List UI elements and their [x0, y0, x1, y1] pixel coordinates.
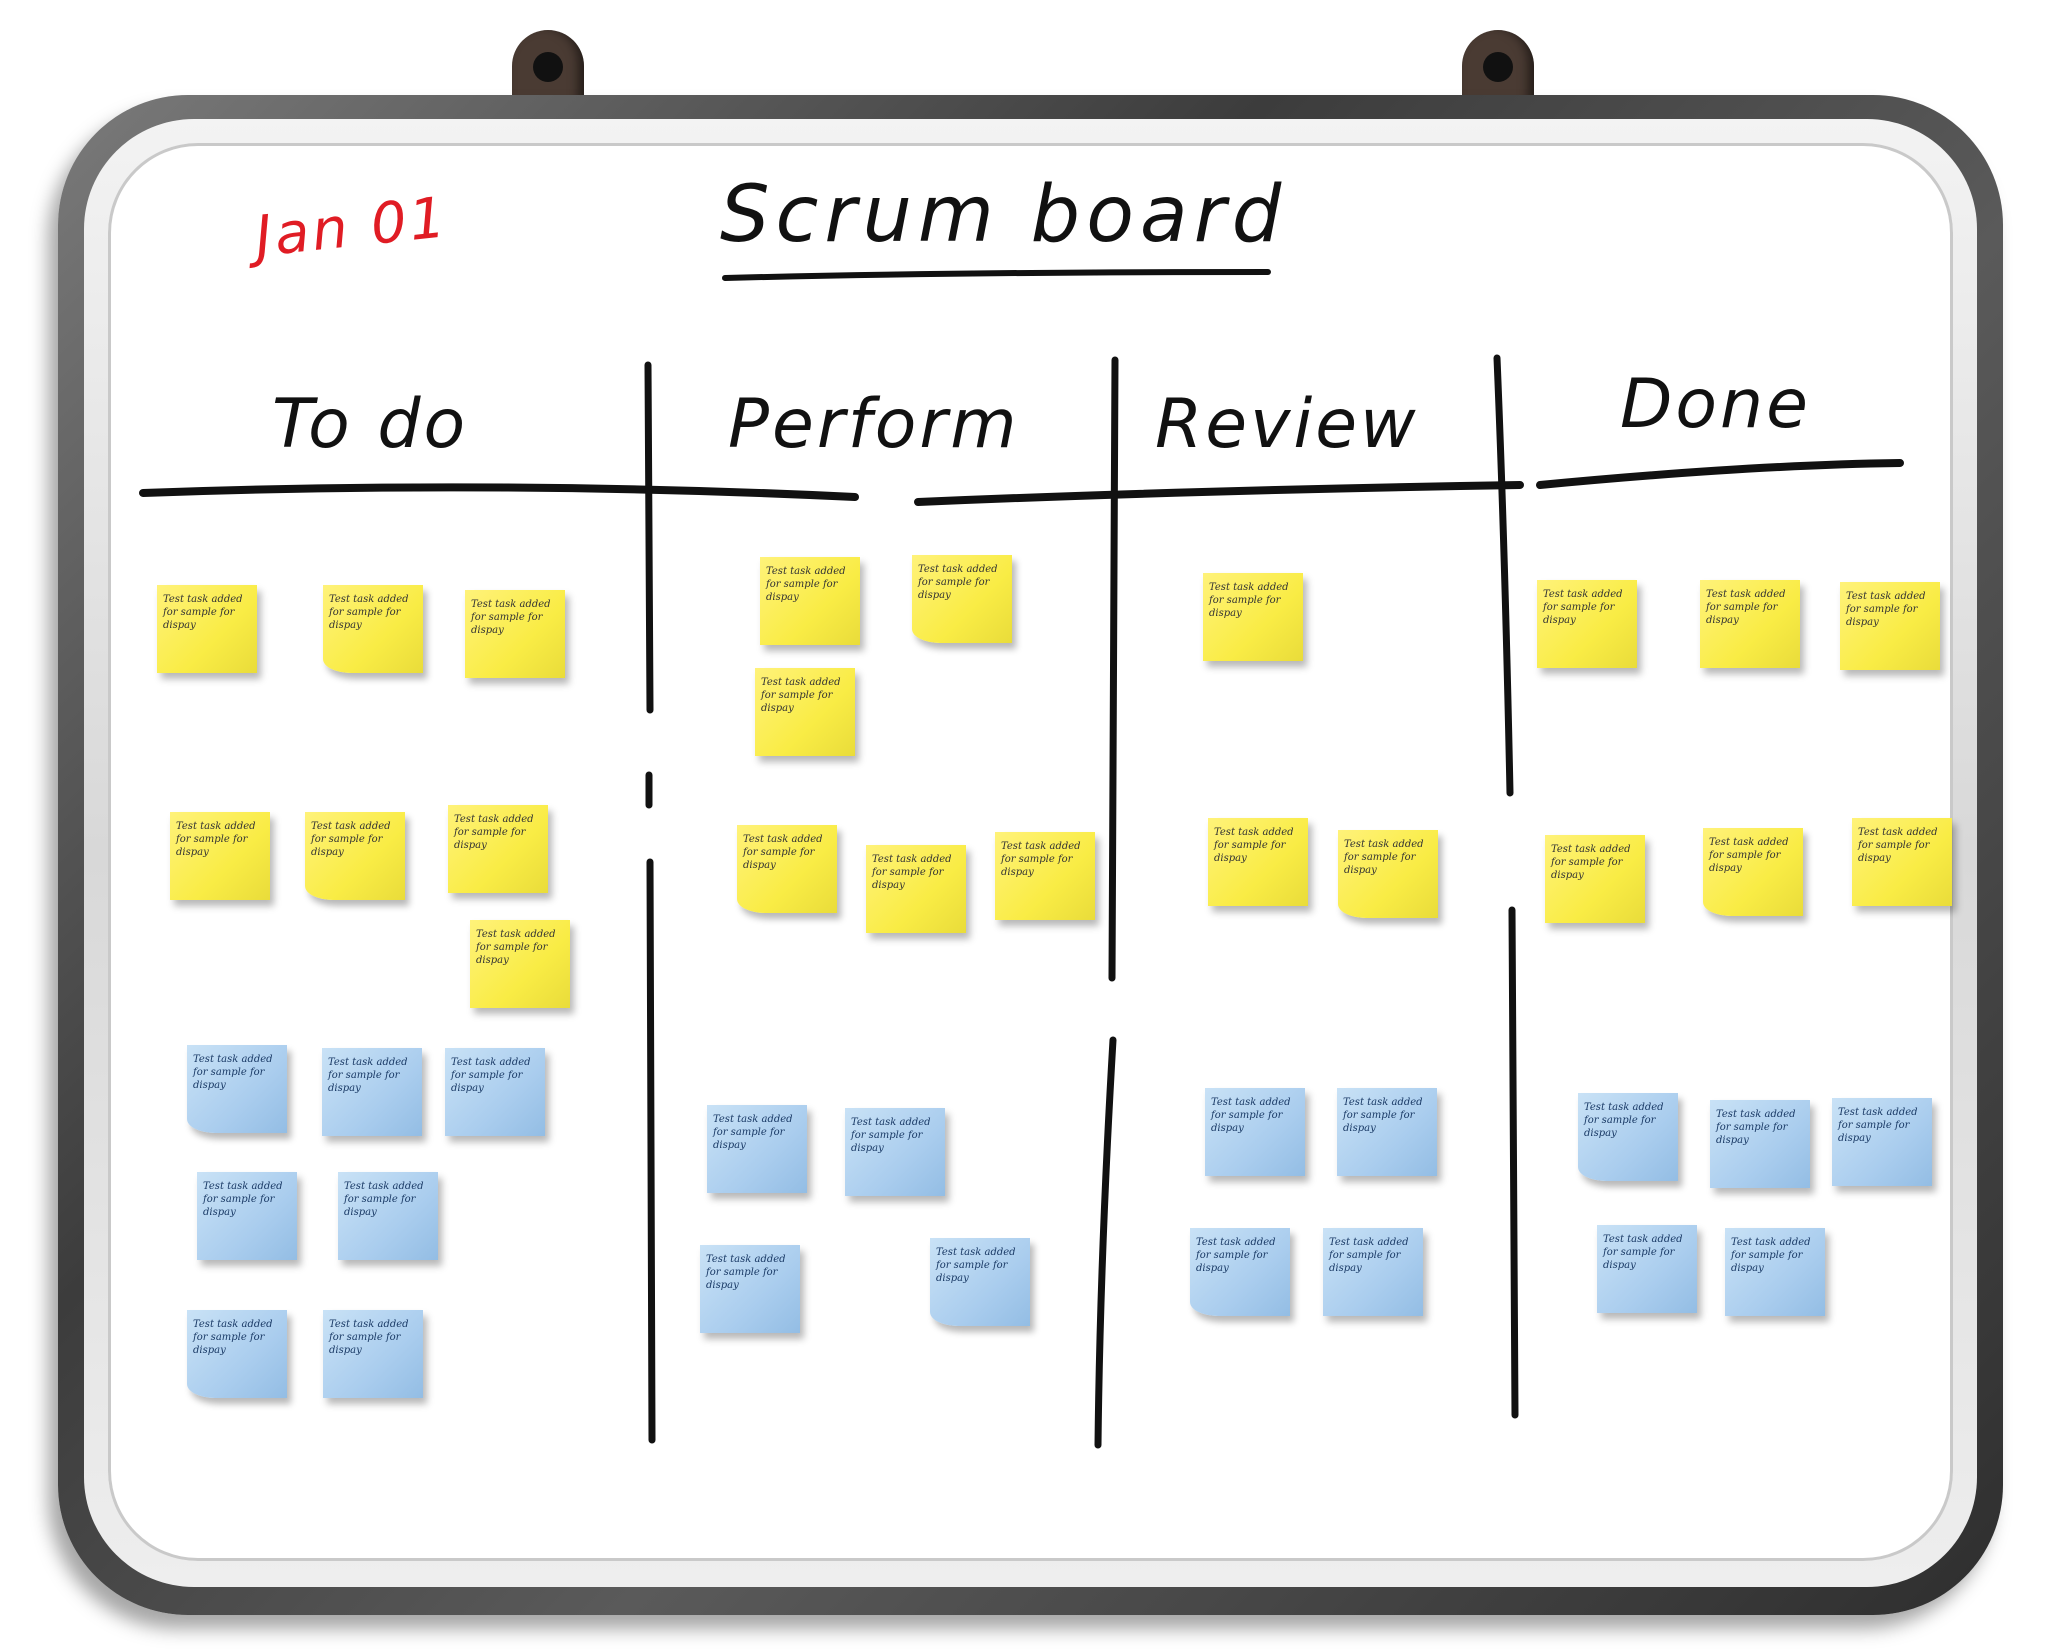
board-title: Scrum board [720, 170, 1288, 260]
divider-3-top [1493, 354, 1514, 797]
sticky-note-perform-blue[interactable]: Test task added for sample for dispay [930, 1238, 1030, 1326]
sticky-note-done-yellow[interactable]: Test task added for sample for dispay [1537, 580, 1637, 668]
sticky-note-todo-blue[interactable]: Test task added for sample for dispay [338, 1172, 438, 1260]
sticky-note-done-blue[interactable]: Test task added for sample for dispay [1725, 1228, 1825, 1316]
sticky-note-done-yellow[interactable]: Test task added for sample for dispay [1700, 580, 1800, 668]
sticky-note-todo-yellow[interactable]: Test task added for sample for dispay [448, 805, 548, 893]
sticky-note-perform-blue[interactable]: Test task added for sample for dispay [700, 1245, 800, 1333]
column-header-done: Done [1620, 365, 1811, 444]
sticky-note-done-blue[interactable]: Test task added for sample for dispay [1710, 1100, 1810, 1188]
divider-1-top [644, 361, 654, 714]
sticky-note-todo-yellow[interactable]: Test task added for sample for dispay [305, 812, 405, 900]
sticky-note-perform-yellow[interactable]: Test task added for sample for dispay [760, 557, 860, 645]
sticky-note-todo-yellow[interactable]: Test task added for sample for dispay [465, 590, 565, 678]
sticky-note-todo-yellow[interactable]: Test task added for sample for dispay [323, 585, 423, 673]
sticky-note-todo-yellow[interactable]: Test task added for sample for dispay [157, 585, 257, 673]
sticky-note-perform-yellow[interactable]: Test task added for sample for dispay [912, 555, 1012, 643]
sticky-note-todo-yellow[interactable]: Test task added for sample for dispay [170, 812, 270, 900]
header-line-left [139, 483, 859, 501]
sticky-note-perform-blue[interactable]: Test task added for sample for dispay [707, 1105, 807, 1193]
sticky-note-todo-yellow[interactable]: Test task added for sample for dispay [470, 920, 570, 1008]
column-header-to-do: To do [272, 385, 469, 464]
sticky-note-todo-blue[interactable]: Test task added for sample for dispay [197, 1172, 297, 1260]
sticky-note-review-blue[interactable]: Test task added for sample for dispay [1205, 1088, 1305, 1176]
sticky-note-review-blue[interactable]: Test task added for sample for dispay [1190, 1228, 1290, 1316]
divider-1-bottom [646, 858, 656, 1444]
sticky-note-review-blue[interactable]: Test task added for sample for dispay [1323, 1228, 1423, 1316]
sticky-note-review-yellow[interactable]: Test task added for sample for dispay [1203, 573, 1303, 661]
sticky-note-review-blue[interactable]: Test task added for sample for dispay [1337, 1088, 1437, 1176]
sticky-note-done-yellow[interactable]: Test task added for sample for dispay [1545, 835, 1645, 923]
sticky-note-perform-yellow[interactable]: Test task added for sample for dispay [866, 845, 966, 933]
column-header-review: Review [1155, 385, 1419, 464]
divider-2-bottom [1094, 1036, 1117, 1449]
sticky-note-done-blue[interactable]: Test task added for sample for dispay [1832, 1098, 1932, 1186]
sticky-note-review-yellow[interactable]: Test task added for sample for dispay [1338, 830, 1438, 918]
divider-2-top [1108, 356, 1119, 982]
sticky-note-perform-yellow[interactable]: Test task added for sample for dispay [737, 825, 837, 913]
title-underline [722, 269, 1271, 281]
sticky-note-review-yellow[interactable]: Test task added for sample for dispay [1208, 818, 1308, 906]
sticky-note-perform-yellow[interactable]: Test task added for sample for dispay [995, 832, 1095, 920]
sticky-note-perform-yellow[interactable]: Test task added for sample for dispay [755, 668, 855, 756]
header-line-right [1536, 459, 1904, 489]
sticky-note-done-yellow[interactable]: Test task added for sample for dispay [1840, 582, 1940, 670]
sticky-note-done-yellow[interactable]: Test task added for sample for dispay [1852, 818, 1952, 906]
sticky-note-todo-blue[interactable]: Test task added for sample for dispay [187, 1310, 287, 1398]
sticky-note-todo-blue[interactable]: Test task added for sample for dispay [322, 1048, 422, 1136]
sticky-note-todo-blue[interactable]: Test task added for sample for dispay [187, 1045, 287, 1133]
sticky-note-perform-blue[interactable]: Test task added for sample for dispay [845, 1108, 945, 1196]
divider-3-bottom [1508, 906, 1519, 1419]
sticky-note-done-blue[interactable]: Test task added for sample for dispay [1578, 1093, 1678, 1181]
column-header-perform: Perform [728, 385, 1020, 464]
header-line-middle [914, 481, 1524, 506]
sticky-note-done-blue[interactable]: Test task added for sample for dispay [1597, 1225, 1697, 1313]
sticky-note-todo-blue[interactable]: Test task added for sample for dispay [323, 1310, 423, 1398]
sticky-note-todo-blue[interactable]: Test task added for sample for dispay [445, 1048, 545, 1136]
sticky-note-done-yellow[interactable]: Test task added for sample for dispay [1703, 828, 1803, 916]
